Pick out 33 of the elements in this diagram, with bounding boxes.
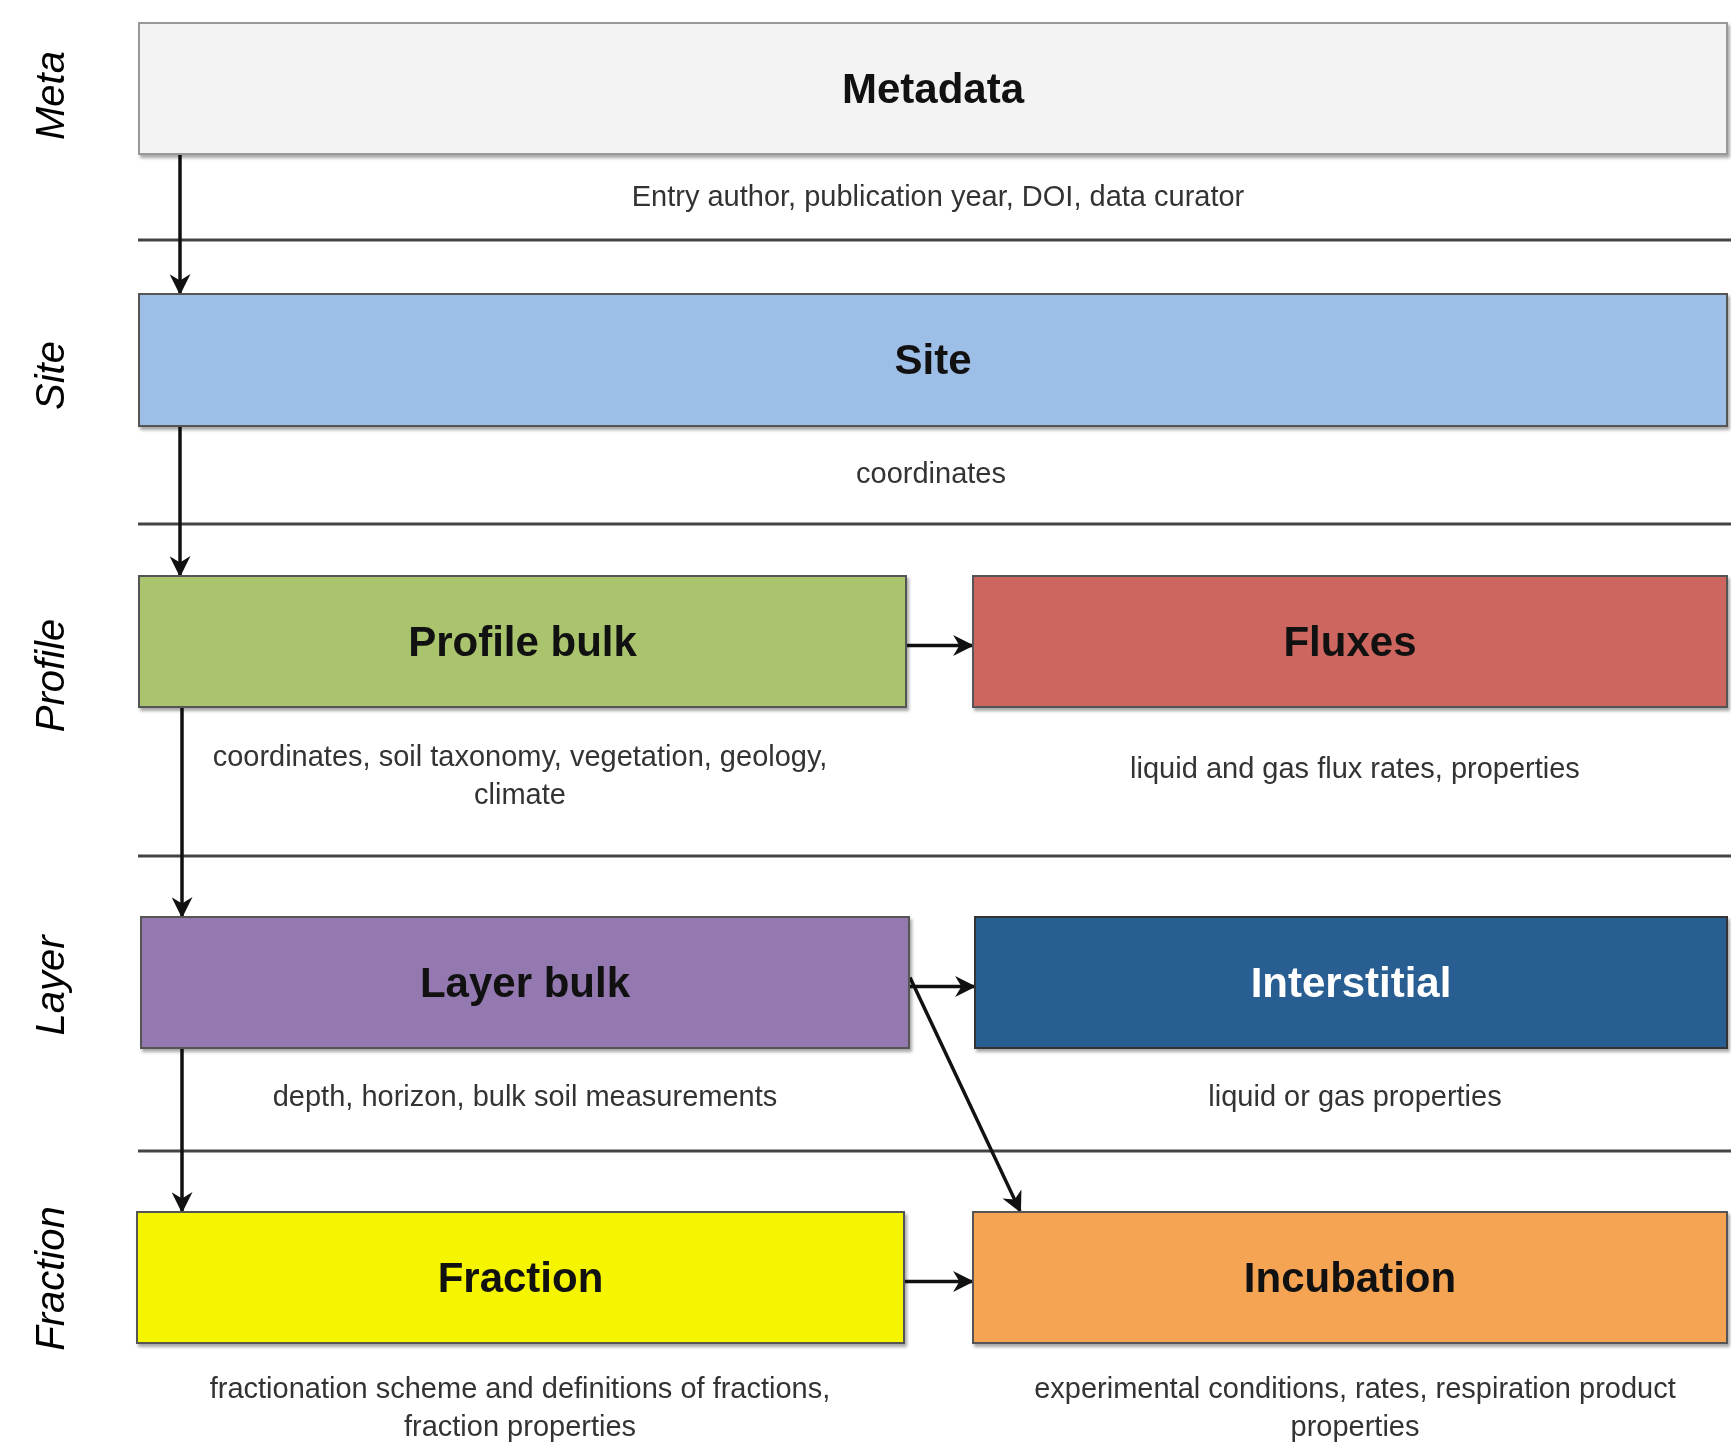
box-title: Fraction bbox=[437, 1253, 604, 1302]
box-title: Site bbox=[894, 336, 972, 384]
box-title: Profile bulk bbox=[408, 617, 637, 666]
level-label: Layer bbox=[27, 934, 73, 1036]
field-description: liquid and gas flux rates, properties bbox=[1129, 751, 1581, 786]
table-box bbox=[140, 916, 910, 1049]
box-title: Interstitial bbox=[1250, 958, 1452, 1007]
arrow bbox=[169, 427, 191, 578]
box-title: Layer bulk bbox=[419, 958, 631, 1007]
table-box bbox=[972, 575, 1728, 708]
field-description: experimental conditions, rates, respiration product properties bbox=[1033, 1371, 1677, 1444]
arrow bbox=[171, 1049, 193, 1214]
box-title: Fluxes bbox=[1283, 617, 1417, 666]
arrow bbox=[171, 708, 193, 919]
level-label: Profile bbox=[27, 618, 73, 732]
arrow bbox=[169, 155, 191, 296]
field-description: fractionation scheme and definitions of fractions, fraction properties bbox=[208, 1371, 832, 1444]
level-label: Meta bbox=[27, 50, 73, 140]
table-box bbox=[138, 575, 907, 708]
level-label: Site bbox=[27, 340, 73, 410]
table-box bbox=[138, 293, 1728, 427]
table-box bbox=[972, 1211, 1728, 1344]
box-title: Incubation bbox=[1243, 1253, 1457, 1302]
table-box bbox=[138, 22, 1728, 155]
box-title: Metadata bbox=[841, 64, 1025, 113]
table-box bbox=[974, 916, 1728, 1049]
field-description: depth, horizon, bulk soil measurements bbox=[271, 1079, 779, 1114]
field-description: coordinates, soil taxonomy, vegetation, geology, climate bbox=[211, 739, 829, 812]
table-box bbox=[136, 1211, 905, 1344]
field-description: liquid or gas properties bbox=[1207, 1079, 1503, 1114]
field-description: Entry author, publication year, DOI, data curator bbox=[630, 179, 1246, 214]
field-description: coordinates bbox=[855, 456, 1007, 491]
level-label: Fraction bbox=[27, 1205, 73, 1351]
